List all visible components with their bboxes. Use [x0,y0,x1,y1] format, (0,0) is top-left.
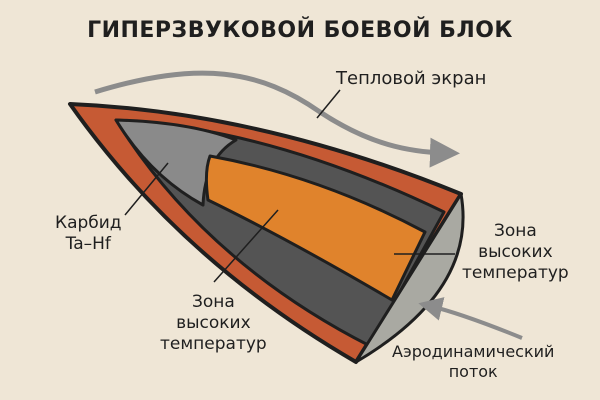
label-airflow: Аэродинамический поток [392,342,554,382]
label-zone-left-line1: Зона [191,292,235,312]
label-zone-right-line1: Зона [493,221,537,241]
leader-zone-left [213,209,279,283]
label-heat-shield: Тепловой экран [336,68,487,89]
label-carbide: Карбид Ta–Hf [55,213,122,255]
leader-carbide [124,162,169,216]
diagram-title: ГИПЕРЗВУКОВОЙ БОЕВОЙ БЛОК [87,18,513,43]
label-zone-left-line2: высоких [176,313,251,333]
label-zone-left: Зона высоких температур [160,292,267,355]
label-carbide-line1: Карбид [55,213,122,233]
label-zone-right: Зона высоких температур [462,221,569,284]
label-zone-left-line3: температур [160,334,267,354]
airflow-arrow-top [94,70,460,168]
label-airflow-line2: поток [448,362,498,381]
hot-zone-core [204,154,427,302]
airflow-arrow-bottom [418,297,523,340]
leader-heat-shield [316,89,341,119]
label-carbide-line2: Ta–Hf [65,234,111,254]
label-zone-right-line2: высоких [478,242,553,262]
label-zone-right-line3: температур [462,263,569,283]
label-airflow-line1: Аэродинамический [392,342,555,361]
